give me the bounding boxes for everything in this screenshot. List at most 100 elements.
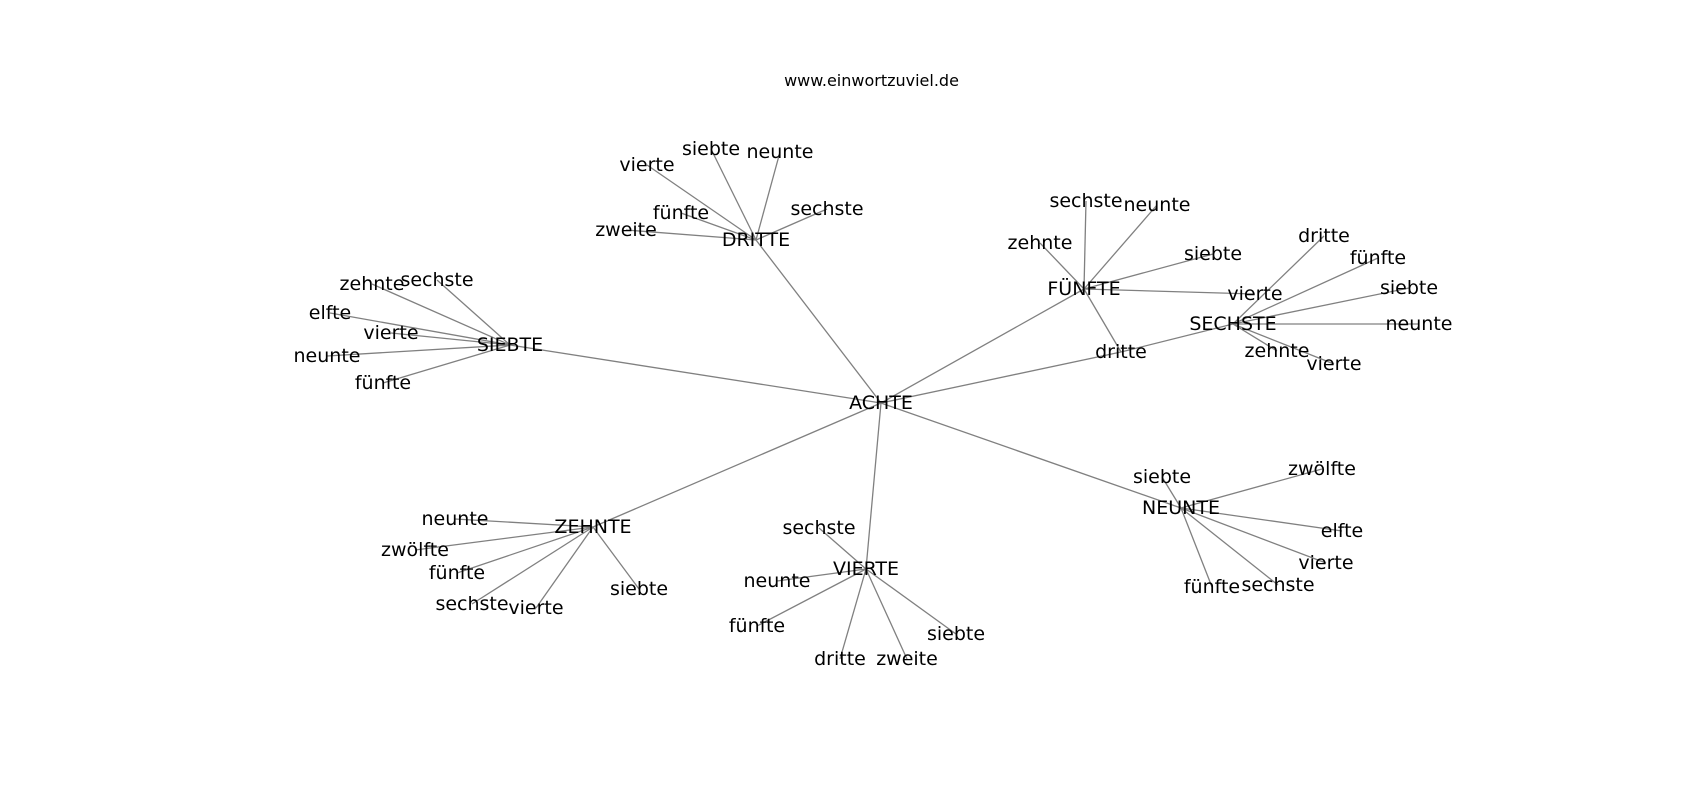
node-label-z-siebte: siebte — [610, 578, 668, 600]
edge-vierte_hub-v_zweite — [865, 568, 908, 660]
node-label-dritte-hub: DRITTE — [722, 229, 790, 251]
node-label-zehnte-hub: ZEHNTE — [554, 516, 631, 538]
edge-sechste_hub-x_zehnte — [1232, 323, 1278, 352]
edge-zehnte_hub-z_siebte — [592, 526, 640, 590]
edge-zehnte_hub-z_vierte — [535, 526, 594, 609]
edge-fuenfte_hub-f_sechste — [1083, 200, 1087, 290]
edge-vierte_hub-v_dritte — [839, 568, 867, 660]
node-label-siebte-hub: SIEBTE — [477, 334, 543, 356]
edge-achte-zehnte_hub — [592, 402, 882, 528]
node-label-vierte-hub: VIERTE — [833, 558, 899, 580]
edge-siebte_hub-s_neunte — [326, 344, 511, 357]
node-label-neunte-hub: NEUNTE — [1142, 497, 1220, 519]
node-label-x-fuenfte: fünfte — [1350, 247, 1406, 269]
edge-neunte_hub-n_fuenfte — [1180, 507, 1213, 588]
node-label-achte: ACHTE — [849, 392, 913, 414]
edge-achte-siebte_hub — [509, 344, 882, 404]
node-label-f-sechste: sechste — [1049, 190, 1122, 212]
edge-fuenfte_hub-f_vierte — [1083, 288, 1256, 295]
node-label-s-zehnte: zehnte — [340, 273, 405, 295]
node-label-v-siebte: siebte — [927, 623, 985, 645]
edge-achte-dritte_hub — [755, 239, 882, 404]
edge-sechste_hub-x_fuenfte — [1232, 257, 1379, 325]
node-label-f-neunte: neunte — [1124, 194, 1191, 216]
edge-siebte_hub-s_elfte — [329, 312, 511, 346]
node-label-z-zwoelfte: zwölfte — [381, 539, 449, 561]
edge-siebte_hub-s_zehnte — [371, 283, 511, 346]
node-label-n-elfte: elfte — [1321, 520, 1363, 542]
node-label-x-vierte: vierte — [1306, 353, 1361, 375]
edge-vierte_hub-v_neunte — [776, 568, 867, 582]
node-label-sechste-hub: SECHSTE — [1189, 313, 1276, 335]
node-label-z-neunte: neunte — [422, 508, 489, 530]
node-label-s-fuenfte: fünfte — [355, 372, 411, 394]
node-label-v-dritte: dritte — [814, 648, 866, 670]
node-label-f-zehnte: zehnte — [1008, 232, 1073, 254]
edge-sechste_hub-x_siebte — [1232, 287, 1410, 325]
edge-neunte_hub-n_vierte — [1180, 507, 1327, 564]
edge-dritte_hub-d_sechste — [755, 208, 828, 241]
node-label-n-fuenfte: fünfte — [1184, 576, 1240, 598]
node-label-f-dritte: dritte — [1095, 341, 1147, 363]
node-label-d-neunte: neunte — [747, 141, 814, 163]
edge-vierte_hub-v_fuenfte — [756, 568, 867, 627]
node-label-n-zwoelfte: zwölfte — [1288, 458, 1356, 480]
edge-neunte_hub-n_sechste — [1180, 507, 1279, 586]
site-url: www.einwortzuviel.de — [784, 71, 959, 90]
edge-vierte_hub-v_siebte — [865, 568, 957, 635]
edge-achte-f_dritte — [880, 351, 1122, 404]
edge-achte-vierte_hub — [865, 402, 882, 570]
edge-fuenfte_hub-f_neunte — [1083, 204, 1158, 290]
edge-siebte_hub-s_fuenfte — [382, 344, 511, 384]
edge-dritte_hub-d_vierte — [646, 164, 757, 241]
edge-siebte_hub-s_vierte — [390, 332, 511, 346]
node-label-d-vierte: vierte — [619, 154, 674, 176]
edge-neunte_hub-n_elfte — [1180, 507, 1343, 532]
edge-layer — [326, 148, 1419, 660]
edge-f_dritte-sechste_hub — [1120, 323, 1234, 353]
edge-zehnte_hub-z_neunte — [454, 518, 594, 528]
node-label-f-vierte: vierte — [1227, 283, 1282, 305]
node-label-n-siebte: siebte — [1133, 466, 1191, 488]
node-label-n-vierte: vierte — [1298, 552, 1353, 574]
node-label-n-sechste: sechste — [1241, 574, 1314, 596]
edge-fuenfte_hub-f_zehnte — [1039, 242, 1085, 290]
node-label-fuenfte-hub: FÜNFTE — [1047, 277, 1120, 300]
node-label-d-sechste: sechste — [790, 198, 863, 220]
edge-zehnte_hub-z_fuenfte — [456, 526, 594, 574]
node-label-d-fuenfte: fünfte — [653, 202, 709, 224]
node-label-x-dritte: dritte — [1298, 225, 1350, 247]
node-label-f-siebte: siebte — [1184, 243, 1242, 265]
edge-fuenfte_hub-f_siebte — [1083, 253, 1214, 290]
node-label-z-fuenfte: fünfte — [429, 562, 485, 584]
edge-dritte_hub-d_zweite — [625, 229, 757, 241]
edge-siebte_hub-s_sechste — [436, 279, 511, 346]
node-label-s-vierte: vierte — [363, 322, 418, 344]
node-label-d-zweite: zweite — [595, 219, 657, 241]
edge-achte-neunte_hub — [880, 402, 1182, 509]
node-label-x-siebte: siebte — [1380, 277, 1438, 299]
edge-dritte_hub-d_siebte — [710, 148, 757, 241]
edge-achte-fuenfte_hub — [880, 288, 1085, 404]
node-label-z-vierte: vierte — [508, 597, 563, 619]
edge-zehnte_hub-z_zwoelfte — [414, 526, 594, 551]
node-label-v-neunte: neunte — [744, 570, 811, 592]
node-label-v-zweite: zweite — [876, 648, 938, 670]
edge-fuenfte_hub-f_dritte — [1083, 288, 1122, 353]
node-label-x-neunte: neunte — [1386, 313, 1453, 335]
edge-sechste_hub-x_dritte — [1232, 235, 1325, 325]
edge-dritte_hub-d_fuenfte — [680, 212, 757, 241]
edge-zehnte_hub-z_sechste — [471, 526, 594, 605]
edge-neunte_hub-n_zwoelfte — [1180, 468, 1323, 509]
edge-sechste_hub-x_vierte — [1232, 323, 1335, 365]
edge-vierte_hub-v_sechste — [818, 527, 867, 570]
node-label-s-elfte: elfte — [309, 302, 351, 324]
node-label-x-zehnte: zehnte — [1245, 340, 1310, 362]
node-label-d-siebte: siebte — [682, 138, 740, 160]
node-label-v-fuenfte: fünfte — [729, 615, 785, 637]
node-label-z-sechste: sechste — [435, 593, 508, 615]
edge-neunte_hub-n_siebte — [1161, 476, 1182, 509]
node-label-s-neunte: neunte — [294, 345, 361, 367]
